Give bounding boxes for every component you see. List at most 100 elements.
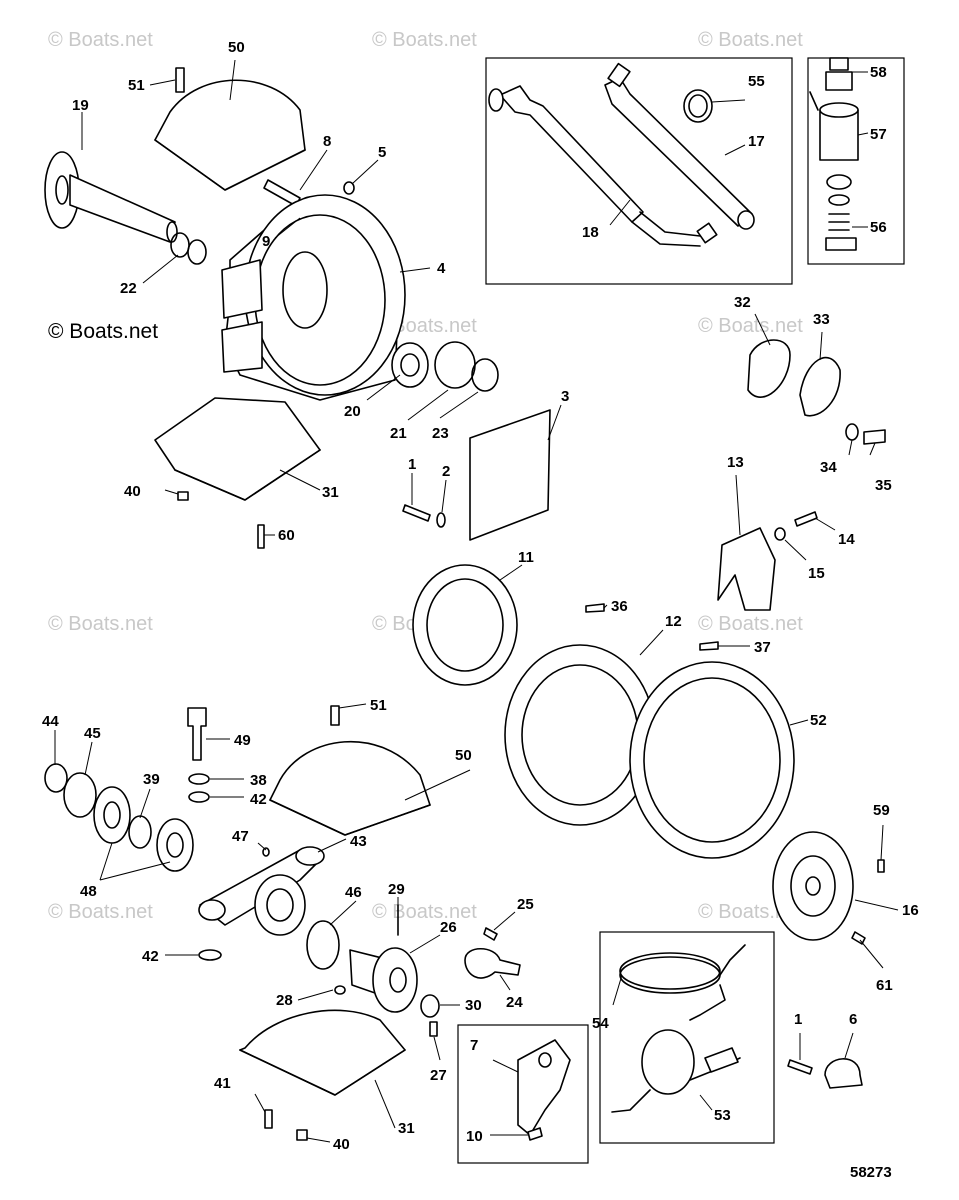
plate-16 <box>772 831 854 941</box>
fitting-inset-box <box>807 57 905 265</box>
callout-label: 1 <box>794 1011 802 1028</box>
cover-50-lower <box>269 741 431 836</box>
callout-label: 15 <box>808 565 825 582</box>
shaft-19 <box>44 151 178 243</box>
callout-label: 42 <box>250 791 267 808</box>
watermark: © Boats.net <box>698 315 803 337</box>
callout-label: 23 <box>432 425 449 442</box>
watermark: © Boats.net <box>48 29 153 51</box>
leader-lines <box>54 59 899 1143</box>
callout-label: 37 <box>754 639 771 656</box>
callout-label: 8 <box>323 133 331 150</box>
callout-label: 11 <box>518 549 534 566</box>
callout-label: 24 <box>506 994 523 1011</box>
nut-40-lower <box>296 1129 308 1141</box>
harness-inset-box <box>599 931 775 1144</box>
callout-label: 46 <box>345 884 362 901</box>
bearing-48 <box>93 786 194 872</box>
fitting-58 <box>825 57 853 91</box>
callout-label: 49 <box>234 732 251 749</box>
bracket-7 <box>517 1039 571 1136</box>
nut-and-spring-56 <box>825 174 857 251</box>
hose-17 <box>604 62 755 230</box>
callout-label: 40 <box>124 483 141 500</box>
nut-59 <box>877 859 885 873</box>
washer-42-lower <box>198 949 222 961</box>
callout-label: 47 <box>232 828 249 845</box>
o-rings-22 <box>170 232 207 265</box>
bolt-25 <box>483 927 498 941</box>
ring-21 <box>434 341 476 389</box>
callout-label: 51 <box>128 77 145 94</box>
cover-50-top <box>154 79 306 191</box>
callout-label: 57 <box>870 126 887 143</box>
callout-label: 51 <box>370 697 387 714</box>
nut-28 <box>334 985 346 995</box>
callout-label: 31 <box>322 484 339 501</box>
callout-label: 2 <box>442 463 450 480</box>
callout-label: 52 <box>810 712 827 729</box>
callout-label: 3 <box>561 388 569 405</box>
callout-label: 27 <box>430 1067 447 1084</box>
callout-label: 35 <box>875 477 892 494</box>
bolt-35 <box>863 429 886 445</box>
callout-label: 30 <box>465 997 482 1014</box>
callout-label: 58 <box>870 64 887 81</box>
callout-label: 54 <box>592 1015 609 1032</box>
callout-label: 42 <box>142 948 159 965</box>
callout-label: 55 <box>748 73 765 90</box>
ring-23 <box>471 358 499 392</box>
callout-label: 16 <box>902 902 919 919</box>
callout-label: 1 <box>408 456 416 473</box>
bracket-inset-box <box>457 1024 589 1164</box>
bracket-13 <box>717 527 776 611</box>
diagram-id: 58273 <box>850 1164 892 1181</box>
plate-3 <box>469 409 551 541</box>
nut-5 <box>343 181 355 195</box>
hose-inset-box <box>485 57 793 285</box>
arm-43 <box>198 846 325 936</box>
callout-label: 45 <box>84 725 101 742</box>
watermark: © Boats.net <box>48 613 153 635</box>
bolt-51-lower <box>330 705 340 726</box>
callout-label: 56 <box>870 219 887 236</box>
harness-53 <box>611 1029 741 1113</box>
bolt-51-top <box>175 67 185 93</box>
callout-label: 36 <box>611 598 628 615</box>
callout-label: 5 <box>378 144 386 161</box>
ring-39 <box>128 815 152 849</box>
callout-label: 34 <box>820 459 837 476</box>
callout-label: 41 <box>214 1075 231 1092</box>
callout-label: 21 <box>390 425 407 442</box>
callout-label: 4 <box>437 260 446 277</box>
ring-45 <box>63 772 97 818</box>
housing-4 <box>221 194 406 401</box>
washer-38 <box>188 773 210 785</box>
callout-label: 29 <box>388 881 405 898</box>
gasket-11 <box>412 564 518 686</box>
callout-label: 13 <box>727 454 744 471</box>
bolt-36 <box>585 603 605 613</box>
gasket-33 <box>799 356 841 417</box>
callout-label: 6 <box>849 1011 857 1028</box>
washer-42-upper <box>188 791 210 803</box>
nut-47 <box>262 847 270 857</box>
bolt-1-lower <box>787 1059 813 1075</box>
bolt-10 <box>527 1127 543 1141</box>
callout-label: 53 <box>714 1107 731 1124</box>
bolt-14 <box>794 511 818 527</box>
callout-label: 31 <box>398 1120 415 1137</box>
callout-label: 26 <box>440 919 457 936</box>
callout-label: 18 <box>582 224 599 241</box>
hub-26 <box>349 947 418 1013</box>
gasket-52 <box>629 661 795 859</box>
callout-label: 60 <box>278 527 295 544</box>
cover-31-lower <box>239 1009 406 1096</box>
nut-40-upper <box>177 491 189 501</box>
callout-label: 59 <box>873 802 890 819</box>
bolt-49 <box>187 707 207 761</box>
bolt-41 <box>264 1109 273 1129</box>
callout-label: 48 <box>80 883 97 900</box>
callout-label: 7 <box>470 1037 478 1054</box>
callout-label: 40 <box>333 1136 350 1153</box>
